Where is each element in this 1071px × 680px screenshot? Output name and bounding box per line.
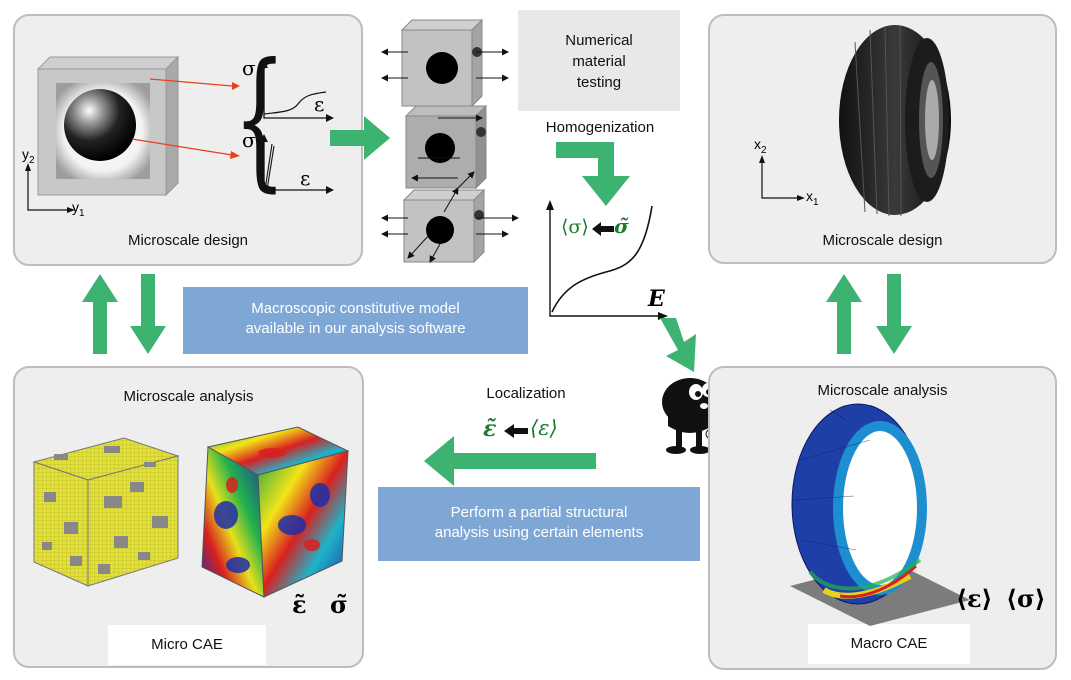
localization-caption: Localization <box>486 385 566 402</box>
box-line-2: available in our analysis software <box>245 320 466 337</box>
partial-analysis-box: Perform a partial structural analysis us… <box>378 487 700 561</box>
voxel-cube-yellow <box>32 437 180 587</box>
box-line-1: Macroscopic constitutive model <box>251 300 460 317</box>
axis-label-x2: x2 <box>754 136 767 156</box>
tilde-epsilon-bold: ε̃ <box>292 590 307 619</box>
stress-contour-cube <box>201 426 350 598</box>
black-arrow-left-small-2 <box>504 424 528 438</box>
stress-strain-plot-lower <box>260 134 334 194</box>
axis-label-y1: y1 <box>72 199 85 219</box>
tilde-sigma-bold: σ̃ <box>330 590 348 619</box>
rve-cube-illustration <box>36 55 180 197</box>
brace-left: { <box>233 32 286 206</box>
panel-title: Microscale analysis <box>817 382 948 399</box>
coordinate-axes-y <box>25 163 75 213</box>
panel-title: Microscale design <box>822 232 943 249</box>
axis-label-x1: x1 <box>806 188 819 208</box>
tire-illustration <box>839 25 951 217</box>
coordinate-axes-x <box>759 155 805 201</box>
numerical-material-testing-box: Numerical material testing <box>518 10 680 111</box>
E-label: E <box>648 286 665 312</box>
homogenization-caption: Homogenization <box>545 119 655 136</box>
green-arrow-diagonal <box>660 318 696 372</box>
black-arrow-left-small <box>592 222 614 236</box>
constitutive-model-box: Macroscopic constitutive model available… <box>183 287 528 354</box>
avg-sigma-label: ⟨σ⟩ <box>561 216 589 238</box>
micro-cae-label: Micro CAE <box>108 625 266 665</box>
macro-cae-label: Macro CAE <box>808 624 970 664</box>
avg-sigma-bold: ⟨σ⟩ <box>1006 584 1046 613</box>
sigma-label-lower: σ <box>242 128 256 152</box>
box-line-2: analysis using certain elements <box>434 524 644 541</box>
green-arrow-left <box>424 436 596 486</box>
tilde-sigma-label: σ̃ <box>614 214 629 238</box>
green-updown-arrows-right <box>826 274 912 354</box>
panel-title: Microscale analysis <box>123 388 254 405</box>
box-line-1: Numerical <box>565 32 633 49</box>
panel-title: Microscale design <box>127 232 249 249</box>
sigma-label-upper: σ <box>242 56 256 80</box>
avg-epsilon-label: ⟨ε⟩ <box>530 416 558 440</box>
epsilon-label-lower: ε <box>300 166 311 190</box>
box-line-3: testing <box>576 74 622 91</box>
box-line-2: material <box>572 53 626 70</box>
green-arrow-homogenization <box>556 142 630 206</box>
numerical-test-cubes <box>381 18 519 264</box>
stress-strain-plot-upper <box>260 60 334 122</box>
tilde-epsilon-label: ε̃ <box>483 416 497 442</box>
box-line-1: Perform a partial structural <box>450 504 628 521</box>
epsilon-label-upper: ε <box>314 92 325 116</box>
avg-epsilon-bold: ⟨ε⟩ <box>956 584 993 613</box>
homogenized-stress-curve <box>546 200 668 320</box>
tire-fe-contour <box>790 403 970 626</box>
green-updown-arrows-left <box>82 274 166 354</box>
green-arrow-right <box>330 116 390 160</box>
axis-label-y2: y2 <box>22 146 35 166</box>
